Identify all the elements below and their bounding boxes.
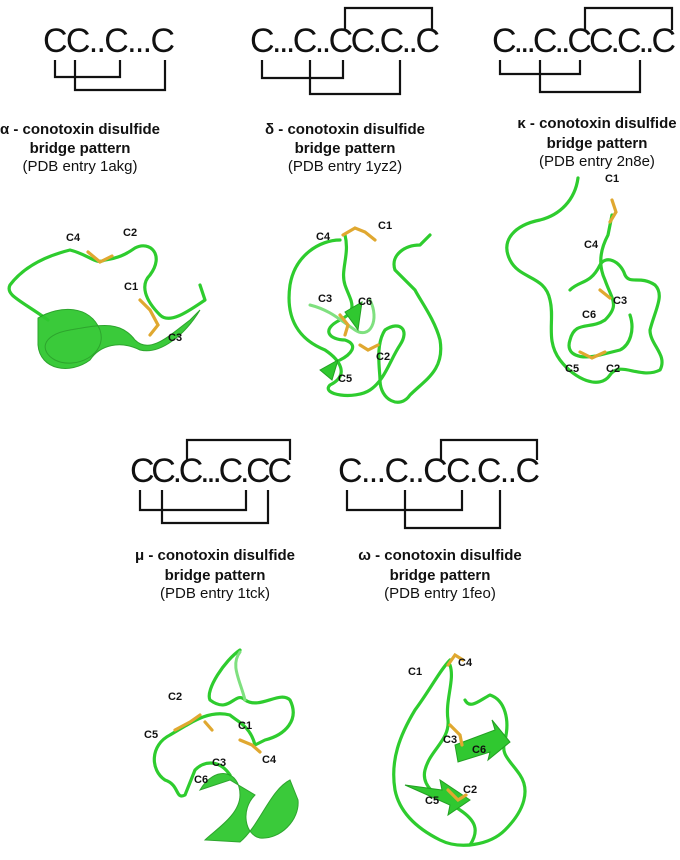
omega-title-2: bridge pattern bbox=[390, 567, 491, 584]
delta-label-c6: C6 bbox=[358, 296, 372, 308]
alpha-structure: C4 C2 C1 C3 bbox=[7, 227, 207, 369]
delta-structure: C4 C1 C3 C6 C2 C5 bbox=[287, 220, 443, 404]
delta-bridge-top bbox=[343, 6, 434, 30]
delta-label-c1: C1 bbox=[378, 220, 392, 232]
omega-pattern: C...C..CC.C..C bbox=[338, 452, 540, 490]
mu-structure: C2 C5 C1 C3 C4 C6 bbox=[144, 648, 299, 843]
delta-title: δ - conotoxin disulfide bbox=[265, 121, 425, 138]
kappa-label-c6: C6 bbox=[582, 309, 596, 321]
delta-pdb: (PDB entry 1yz2) bbox=[288, 158, 402, 175]
omega-bridge-top bbox=[439, 438, 539, 460]
kappa-label-c2: C2 bbox=[606, 363, 620, 375]
alpha-label-c2: C2 bbox=[123, 227, 137, 239]
delta-label-c4: C4 bbox=[316, 231, 331, 243]
mu-bridge-2 bbox=[160, 490, 270, 525]
mu-bridge-top bbox=[185, 438, 292, 460]
kappa-bridge-2 bbox=[538, 60, 642, 94]
delta-bridge-1 bbox=[260, 60, 345, 80]
omega-panel: C...C..CC.C..C ω - conotoxin disulfide b… bbox=[338, 438, 540, 847]
mu-label-c3: C3 bbox=[212, 757, 226, 769]
omega-label-c6: C6 bbox=[472, 744, 486, 756]
mu-label-c1: C1 bbox=[238, 720, 252, 732]
delta-label-c5: C5 bbox=[338, 373, 352, 385]
alpha-title-2: bridge pattern bbox=[30, 140, 131, 157]
delta-label-c3: C3 bbox=[318, 293, 332, 305]
omega-pdb: (PDB entry 1feo) bbox=[384, 585, 496, 602]
omega-label-c1: C1 bbox=[408, 666, 422, 678]
kappa-bridge-top bbox=[583, 6, 674, 30]
kappa-label-c3: C3 bbox=[613, 295, 627, 307]
delta-label-c2: C2 bbox=[376, 351, 390, 363]
mu-panel: CC.C...C.CC μ - conotoxin disulfide brid… bbox=[130, 438, 299, 843]
omega-title: ω - conotoxin disulfide bbox=[358, 547, 522, 564]
kappa-title: κ - conotoxin disulfide bbox=[517, 115, 676, 132]
delta-bridge-2 bbox=[308, 60, 402, 96]
alpha-panel: CC..C...C α - conotoxin disulfide bridge… bbox=[0, 22, 207, 369]
mu-label-c5: C5 bbox=[144, 729, 158, 741]
alpha-bridge-1 bbox=[53, 60, 122, 79]
kappa-label-c1: C1 bbox=[605, 173, 619, 185]
kappa-structure: C1 C4 C3 C6 C5 C2 bbox=[505, 173, 664, 384]
omega-label-c2: C2 bbox=[463, 784, 477, 796]
mu-title: μ - conotoxin disulfide bbox=[135, 547, 295, 564]
kappa-label-c4: C4 bbox=[584, 239, 599, 251]
alpha-label-c4: C4 bbox=[66, 232, 81, 244]
omega-label-c4: C4 bbox=[458, 657, 473, 669]
mu-label-c6: C6 bbox=[194, 774, 208, 786]
mu-title-2: bridge pattern bbox=[165, 567, 266, 584]
omega-label-c3: C3 bbox=[443, 734, 457, 746]
omega-structure: C1 C4 C3 C6 C2 C5 bbox=[392, 652, 527, 847]
alpha-label-c1: C1 bbox=[124, 281, 138, 293]
alpha-bridge-2 bbox=[73, 60, 167, 92]
kappa-title-2: bridge pattern bbox=[547, 135, 648, 152]
kappa-label-c5: C5 bbox=[565, 363, 579, 375]
mu-pattern: CC.C...C.CC bbox=[130, 452, 292, 490]
omega-label-c5: C5 bbox=[425, 795, 439, 807]
alpha-label-c3: C3 bbox=[168, 332, 182, 344]
mu-bridge-1 bbox=[138, 490, 248, 512]
omega-bridge-2 bbox=[403, 490, 502, 530]
kappa-pdb: (PDB entry 2n8e) bbox=[539, 153, 655, 170]
mu-pdb: (PDB entry 1tck) bbox=[160, 585, 270, 602]
delta-panel: C...C..CC.C..C δ - conotoxin disulfide b… bbox=[250, 6, 443, 404]
mu-label-c4: C4 bbox=[262, 754, 277, 766]
alpha-pdb: (PDB entry 1akg) bbox=[22, 158, 137, 175]
mu-label-c2: C2 bbox=[168, 691, 182, 703]
alpha-title: α - conotoxin disulfide bbox=[0, 121, 160, 138]
delta-title-2: bridge pattern bbox=[295, 140, 396, 157]
kappa-panel: C...C..CC.C..C κ - conotoxin disulfide b… bbox=[492, 6, 677, 384]
alpha-pattern: CC..C...C bbox=[43, 22, 175, 60]
